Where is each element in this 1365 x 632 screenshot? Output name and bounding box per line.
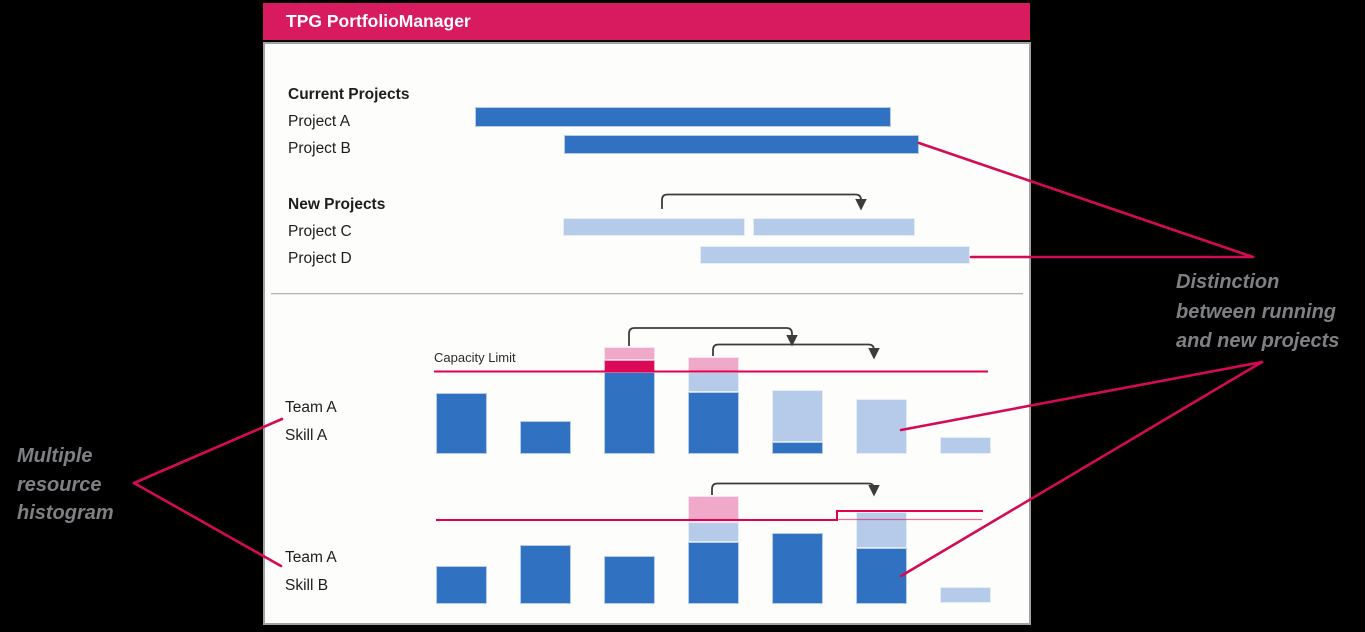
project-c-bar-2 [753, 218, 915, 236]
project-a-bar [475, 107, 891, 127]
histogram-skill-a-bar-5-lightblue [772, 390, 823, 442]
project-c-bar-1 [563, 218, 745, 236]
team-a-skill-a-line2: Skill A [285, 426, 328, 444]
histogram-skill-b-bar-5-blue [772, 533, 823, 604]
capacity-limit-label: Capacity Limit [434, 350, 516, 365]
team-a-skill-b-label: Team A Skill B [285, 544, 337, 599]
title-bar: TPG PortfolioManager [263, 3, 1030, 40]
app-window-content [263, 42, 1031, 625]
histogram-skill-a-bar-3-blue [604, 372, 655, 454]
team-a-skill-a-label: Team A Skill A [285, 394, 337, 449]
histogram-skill-a-bar-6-lightblue [856, 399, 907, 454]
histogram-skill-b-bar-7-lightblue [940, 587, 991, 603]
project-b-label: Project B [288, 140, 351, 157]
histogram-skill-b-bar-1-blue [436, 566, 487, 604]
histogram-skill-b-bar-4-blue [688, 542, 739, 604]
histogram-skill-a-bar-1-blue [436, 393, 487, 454]
histogram-skill-a-bar-3-crimson [604, 360, 655, 372]
project-d-bar [700, 246, 970, 264]
annotation-multiple-line2: resource [17, 473, 102, 496]
histogram-skill-b-bar-6-lightblue [856, 512, 907, 548]
histogram-skill-b-bar-3-blue [604, 556, 655, 604]
callout-line-left-hist2 [132, 481, 283, 568]
histogram-skill-a-bar-3-pink [604, 347, 655, 360]
histogram-skill-a-bar-4-blue [688, 392, 739, 454]
project-d-label: Project D [288, 250, 352, 267]
histogram-skill-b-bar-4-lightblue [688, 522, 739, 542]
annotation-distinction-line1: Distinction [1176, 271, 1280, 293]
histogram-skill-a-bar-4-lightblue [688, 372, 739, 392]
annotation-multiple-line3: histogram [17, 502, 114, 524]
team-a-skill-a-line1: Team A [285, 399, 337, 416]
project-c-label: Project C [288, 223, 352, 240]
annotation-distinction: Distinction between running and new proj… [1176, 268, 1339, 357]
annotation-distinction-line2: between running [1176, 300, 1336, 323]
team-a-skill-b-line2: Skill B [285, 576, 329, 594]
annotation-multiple-line1: Multiple [17, 445, 93, 467]
current-projects-heading: Current Projects [288, 86, 410, 103]
histogram-skill-b-bar-6-blue [856, 548, 907, 604]
histogram-skill-b-bar-4-pink [688, 496, 739, 522]
app-title: TPG PortfolioManager [286, 11, 471, 31]
project-b-bar [564, 135, 919, 154]
histogram-skill-b-bar-2-blue [520, 545, 571, 604]
new-projects-heading: New Projects [288, 196, 386, 213]
annotation-distinction-line3: and new projects [1176, 330, 1340, 352]
annotation-multiple-histogram: Multiple resource histogram [17, 442, 114, 528]
histogram-skill-a-bar-2-blue [520, 421, 571, 454]
section-divider [271, 293, 1023, 295]
team-a-skill-b-line1: Team A [285, 549, 337, 566]
histogram-skill-a-bar-4-pink [688, 357, 739, 372]
project-a-label: Project A [288, 113, 351, 130]
callout-line-left-hist1 [132, 417, 284, 485]
histogram-skill-a-bar-7-lightblue [940, 437, 991, 454]
histogram-skill-a-bar-5-blue [772, 442, 823, 454]
